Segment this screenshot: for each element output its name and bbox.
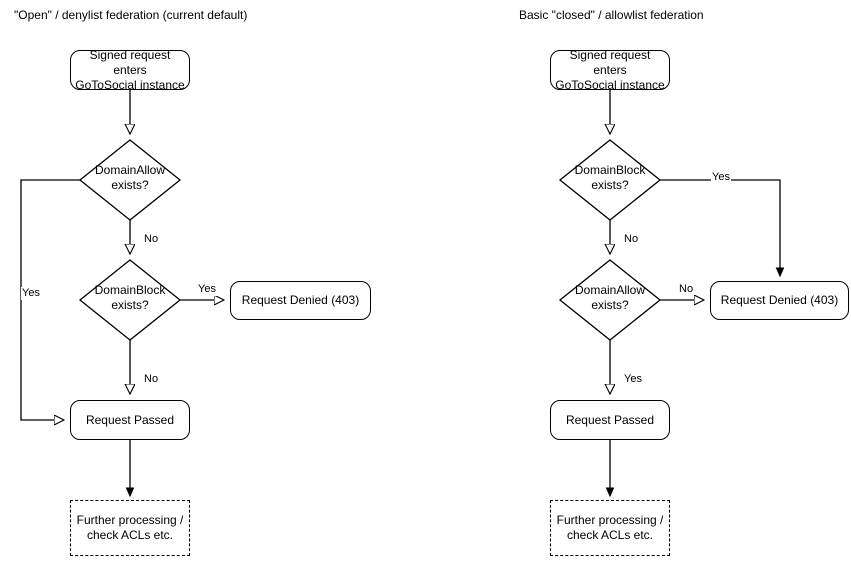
edge-label-allow-no-right: No [678, 283, 695, 296]
edge-label-allow-no-left: No [143, 233, 160, 246]
node-request-denied-right: Request Denied (403) [710, 281, 849, 320]
node-request-passed-right-label: Request Passed [565, 412, 655, 427]
edge-label-block-no-right: No [623, 233, 640, 246]
edge-block-yes-to-denied-right [660, 179, 780, 276]
diagram-title-closed-allowlist: Basic "closed" / allowlist federation [519, 8, 704, 22]
node-entry-right: Signed request enters GoToSocial instanc… [550, 47, 670, 92]
decision-diamond-domainblock-right [558, 139, 662, 221]
node-request-passed-right: Request Passed [550, 400, 670, 440]
node-request-passed-left-label: Request Passed [85, 412, 175, 427]
decision-diamond-domainblock [78, 259, 182, 341]
node-entry-left-label: Signed request enters GoToSocial instanc… [75, 47, 185, 92]
edge-label-block-yes-left: Yes [197, 283, 217, 296]
node-entry-right-label: Signed request enters GoToSocial instanc… [555, 47, 665, 92]
edge-allow-yes-to-passed [20, 179, 80, 420]
node-request-denied-left: Request Denied (403) [230, 281, 371, 320]
node-further-processing-left-label: Further processing / check ACLs etc. [76, 513, 184, 542]
node-request-denied-right-label: Request Denied (403) [720, 293, 839, 307]
node-further-processing-right: Further processing / check ACLs etc. [550, 500, 670, 556]
node-request-passed-left: Request Passed [70, 400, 190, 440]
node-request-denied-left-label: Request Denied (403) [241, 293, 360, 307]
decision-diamond-domainallow-right [558, 259, 662, 341]
diagram-title-open-denylist: "Open" / denylist federation (current de… [14, 8, 248, 22]
node-entry-left: Signed request enters GoToSocial instanc… [70, 47, 190, 92]
edge-label-block-yes-right: Yes [711, 171, 731, 184]
decision-diamond-domainallow [78, 139, 182, 221]
edge-label-allow-yes-left: Yes [21, 287, 41, 300]
edge-label-block-no-left: No [143, 373, 160, 386]
node-further-processing-right-label: Further processing / check ACLs etc. [556, 513, 664, 542]
edge-label-allow-yes-right: Yes [623, 373, 643, 386]
node-further-processing-left: Further processing / check ACLs etc. [70, 500, 190, 556]
